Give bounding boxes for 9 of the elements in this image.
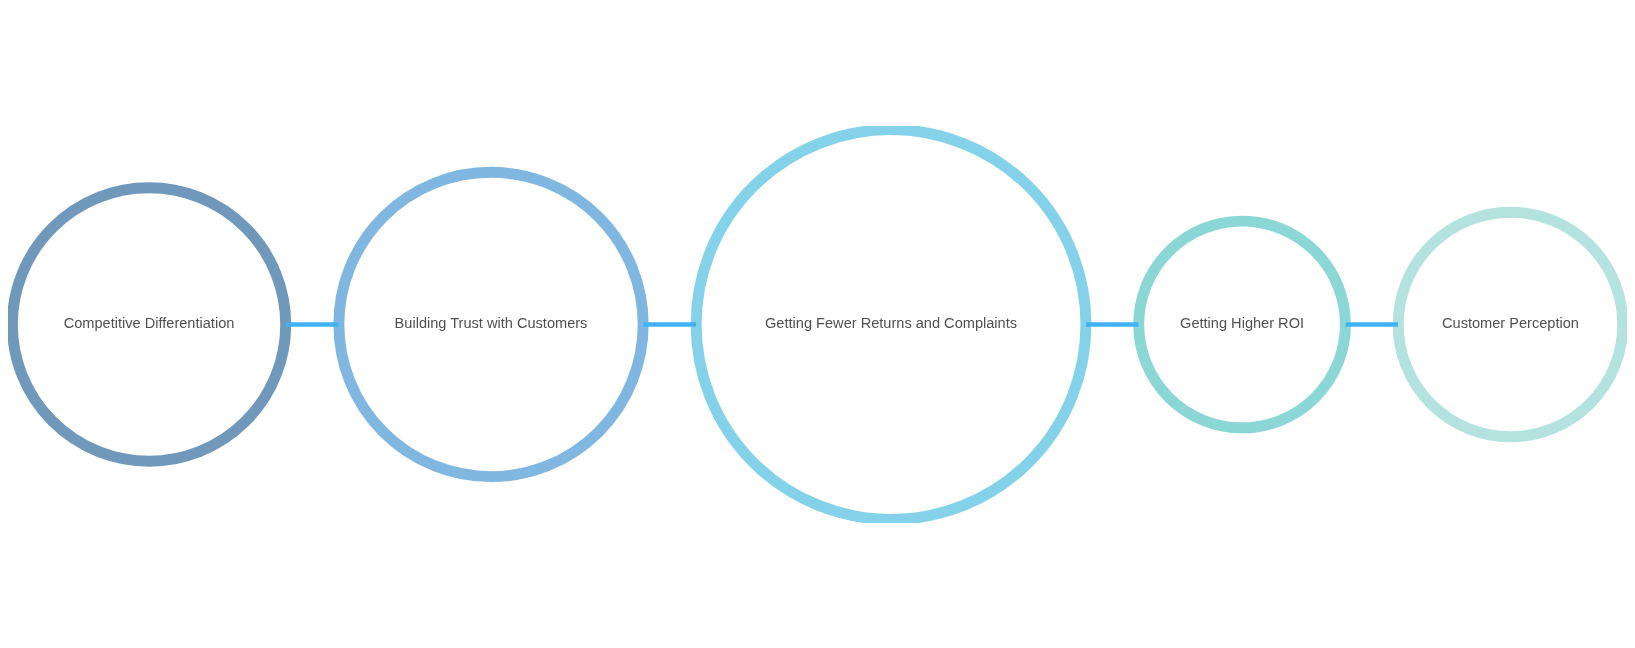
node-circle: Getting Higher ROI — [1133, 215, 1351, 433]
node-circle: Competitive Differentiation — [8, 181, 292, 467]
connector — [643, 321, 697, 327]
connector — [1345, 321, 1399, 327]
node-circle: Building Trust with Customers — [333, 166, 649, 482]
connector — [285, 321, 339, 327]
node-circle: Getting Fewer Returns and Complaints — [690, 125, 1092, 523]
node-circle: Customer Perception — [1392, 206, 1627, 442]
connector — [1085, 321, 1139, 327]
